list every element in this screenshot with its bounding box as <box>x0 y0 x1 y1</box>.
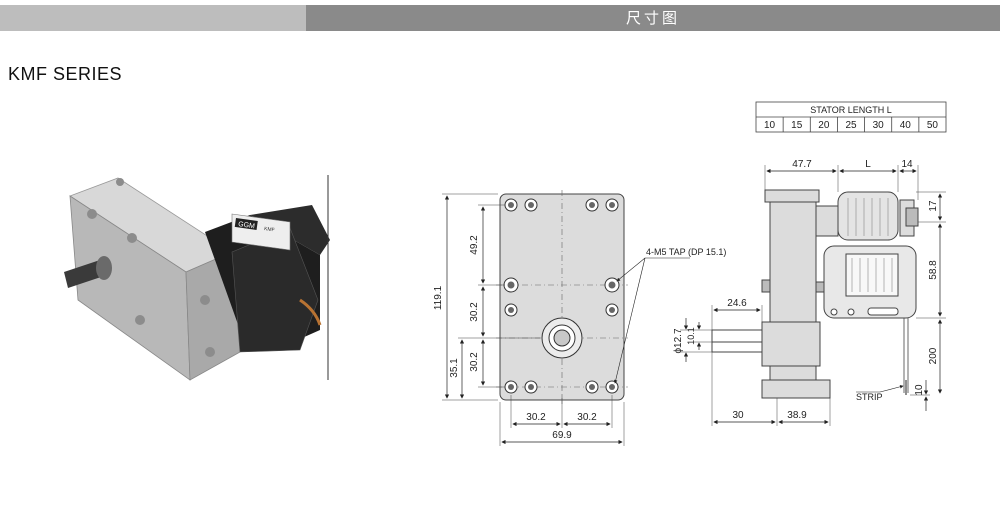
header-bar-left <box>0 5 306 31</box>
dim-bottom: 35.1 <box>449 358 460 378</box>
header-title: 尺寸图 <box>306 5 1000 31</box>
output-shaft-boss <box>541 317 583 359</box>
stator-length-cell: 20 <box>818 120 830 131</box>
stator-length-cell: 10 <box>764 120 776 131</box>
front-view: 119.1 49.2 30.2 30.2 35.1 30.2 30.2 69.9 <box>433 190 726 446</box>
mounting-hole <box>524 198 538 212</box>
mounting-hole <box>585 198 599 212</box>
dim-width-left: 30.2 <box>526 412 546 423</box>
dim-38-9: 38.9 <box>787 410 807 421</box>
dim-47-7: 47.7 <box>792 159 812 170</box>
mounting-hole <box>585 380 599 394</box>
side-view: 47.7 L 14 17 58.8 200 10 STRIP 24.6 <box>673 159 946 426</box>
motor-photo: GGM KMF <box>64 177 330 381</box>
stator-length-cell: 50 <box>927 120 939 131</box>
stator-length-cell: 15 <box>791 120 803 131</box>
dim-14: 14 <box>901 159 913 170</box>
stator-length-cell: 40 <box>900 120 912 131</box>
dim-mid: 30.2 <box>469 302 480 322</box>
photo-brand-label: GGM <box>238 221 256 230</box>
mounting-hole <box>605 303 619 317</box>
mounting-hole <box>605 198 619 212</box>
series-title: KMF SERIES <box>8 64 123 84</box>
dim-total-width: 69.9 <box>552 430 572 441</box>
mounting-hole <box>504 303 518 317</box>
dim-30: 30 <box>732 410 744 421</box>
tap-note: 4-M5 TAP (DP 15.1) <box>646 247 726 257</box>
mounting-hole <box>504 380 518 394</box>
mounting-hole <box>604 277 620 293</box>
dim-24-6: 24.6 <box>727 298 747 309</box>
dim-shaft-flat: 10.1 <box>686 327 696 345</box>
mounting-hole <box>503 277 519 293</box>
dim-10: 10 <box>914 384 925 396</box>
stator-length-table: STATOR LENGTH L 10 15 20 25 30 40 50 <box>755 101 947 133</box>
mounting-hole <box>504 198 518 212</box>
dim-17: 17 <box>928 200 939 212</box>
stator-length-cell: 25 <box>845 120 857 131</box>
stator-table-title: STATOR LENGTH L <box>810 105 892 115</box>
dim-width-right: 30.2 <box>577 412 597 423</box>
strip-label: STRIP <box>856 392 883 402</box>
photo-small-label: KMF <box>264 226 275 233</box>
dim-top: 49.2 <box>469 235 480 255</box>
dim-lower: 30.2 <box>469 352 480 372</box>
dim-L: L <box>865 159 871 170</box>
dim-200: 200 <box>928 347 939 364</box>
dim-58-8: 58.8 <box>928 260 939 280</box>
stator-length-cell: 30 <box>873 120 885 131</box>
dim-total-height: 119.1 <box>433 285 444 310</box>
dim-shaft-diameter: ϕ12.7 <box>673 328 684 354</box>
mounting-hole <box>605 380 619 394</box>
mounting-hole <box>524 380 538 394</box>
